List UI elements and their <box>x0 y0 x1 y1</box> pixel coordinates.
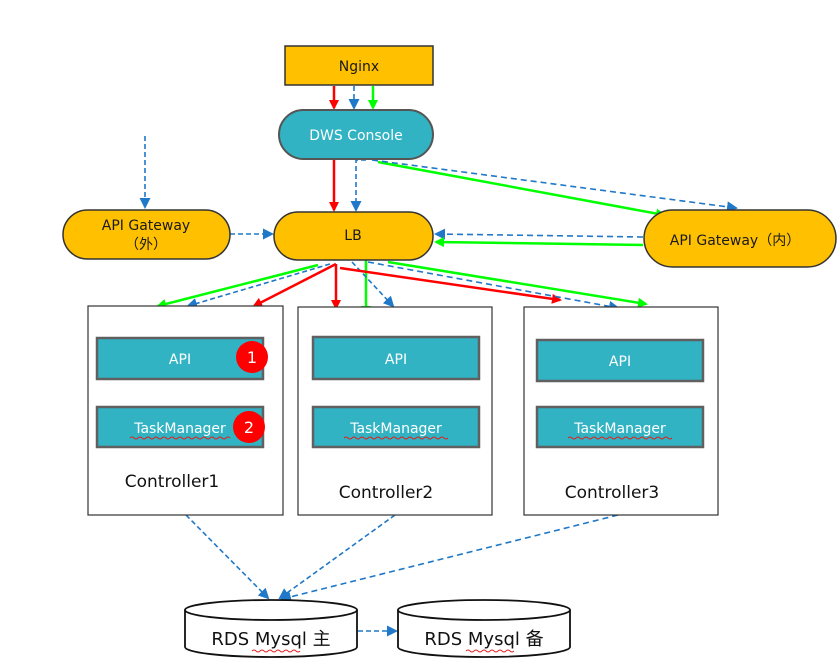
lb-node[interactable]: LB <box>273 211 434 261</box>
edge-lb-c1-red <box>252 262 337 308</box>
task-manager-component[interactable]: TaskManager <box>311 405 481 449</box>
edge-console-gwint-green <box>377 160 666 219</box>
dws-console-label: DWS Console <box>309 128 403 144</box>
api-gateway-external-node[interactable]: API Gateway （外） <box>62 209 231 260</box>
rds-primary-label: RDS Mysql 主 <box>211 629 330 650</box>
edge-lb-c1-green <box>156 263 319 309</box>
api-label: API <box>385 352 407 368</box>
spellcheck-underline <box>129 436 231 440</box>
step-badge-1-number: 1 <box>247 348 257 367</box>
task-manager-label: TaskManager <box>349 421 442 437</box>
controller-label: Controller3 <box>565 483 659 503</box>
rds-standby-label: RDS Mysql 备 <box>424 629 543 650</box>
task-manager-label: TaskManager <box>133 421 226 437</box>
edge-c1-db-blue <box>185 514 270 600</box>
api-label: API <box>169 352 191 368</box>
dws-console-node[interactable]: DWS Console <box>278 109 434 160</box>
api-gateway-internal-label: API Gateway（内） <box>670 233 800 249</box>
edge-lb-c2-blue <box>351 261 395 308</box>
task-manager-label: TaskManager <box>573 421 666 437</box>
edges <box>139 86 738 637</box>
edge-lb-c1-blue <box>186 263 331 309</box>
step-badge-2-number: 2 <box>244 418 254 437</box>
api-gateway-external-sublabel: （外） <box>125 237 167 253</box>
controller-3[interactable]: API TaskManager Controller3 <box>523 306 719 516</box>
nginx-label: Nginx <box>339 59 379 75</box>
edge-lb-c3-red <box>339 266 562 304</box>
edge-console-gwint-blue <box>371 159 738 213</box>
edge-console-lb-blue <box>350 159 366 212</box>
spellcheck-underline <box>567 436 673 440</box>
step-badge-1: 1 <box>236 341 268 373</box>
api-component[interactable]: API <box>535 338 705 383</box>
edge-gwint-lb-green <box>434 237 644 248</box>
task-manager-component[interactable]: TaskManager <box>95 405 265 449</box>
edge-c2-db-blue <box>278 514 396 600</box>
lb-label: LB <box>344 228 361 244</box>
edge-gwint-lb-blue <box>434 228 644 240</box>
api-gateway-external-label: API Gateway <box>102 218 190 234</box>
edge-c3-db-blue <box>280 514 619 603</box>
controller-1[interactable]: API TaskManager Controller1 <box>87 305 284 516</box>
edge-lb-c3-blue <box>367 261 620 312</box>
step-badge-2: 2 <box>233 411 265 443</box>
api-label: API <box>609 354 631 370</box>
rds-mysql-standby[interactable]: RDS Mysql 备 <box>397 599 571 658</box>
api-gateway-internal-node[interactable]: API Gateway（内） <box>643 209 837 268</box>
nginx-node[interactable]: Nginx <box>284 45 434 86</box>
task-manager-component[interactable]: TaskManager <box>535 405 705 449</box>
spellcheck-underline <box>251 649 301 653</box>
api-component[interactable]: API <box>311 335 481 381</box>
controller-label: Controller1 <box>125 472 219 492</box>
rds-mysql-primary[interactable]: RDS Mysql 主 <box>184 599 358 658</box>
edge-lb-c3-green <box>387 260 648 308</box>
spellcheck-underline <box>465 649 515 653</box>
spellcheck-underline <box>343 436 449 440</box>
controller-2[interactable]: API TaskManager Controller2 <box>297 306 493 516</box>
controller-label: Controller2 <box>339 483 433 503</box>
